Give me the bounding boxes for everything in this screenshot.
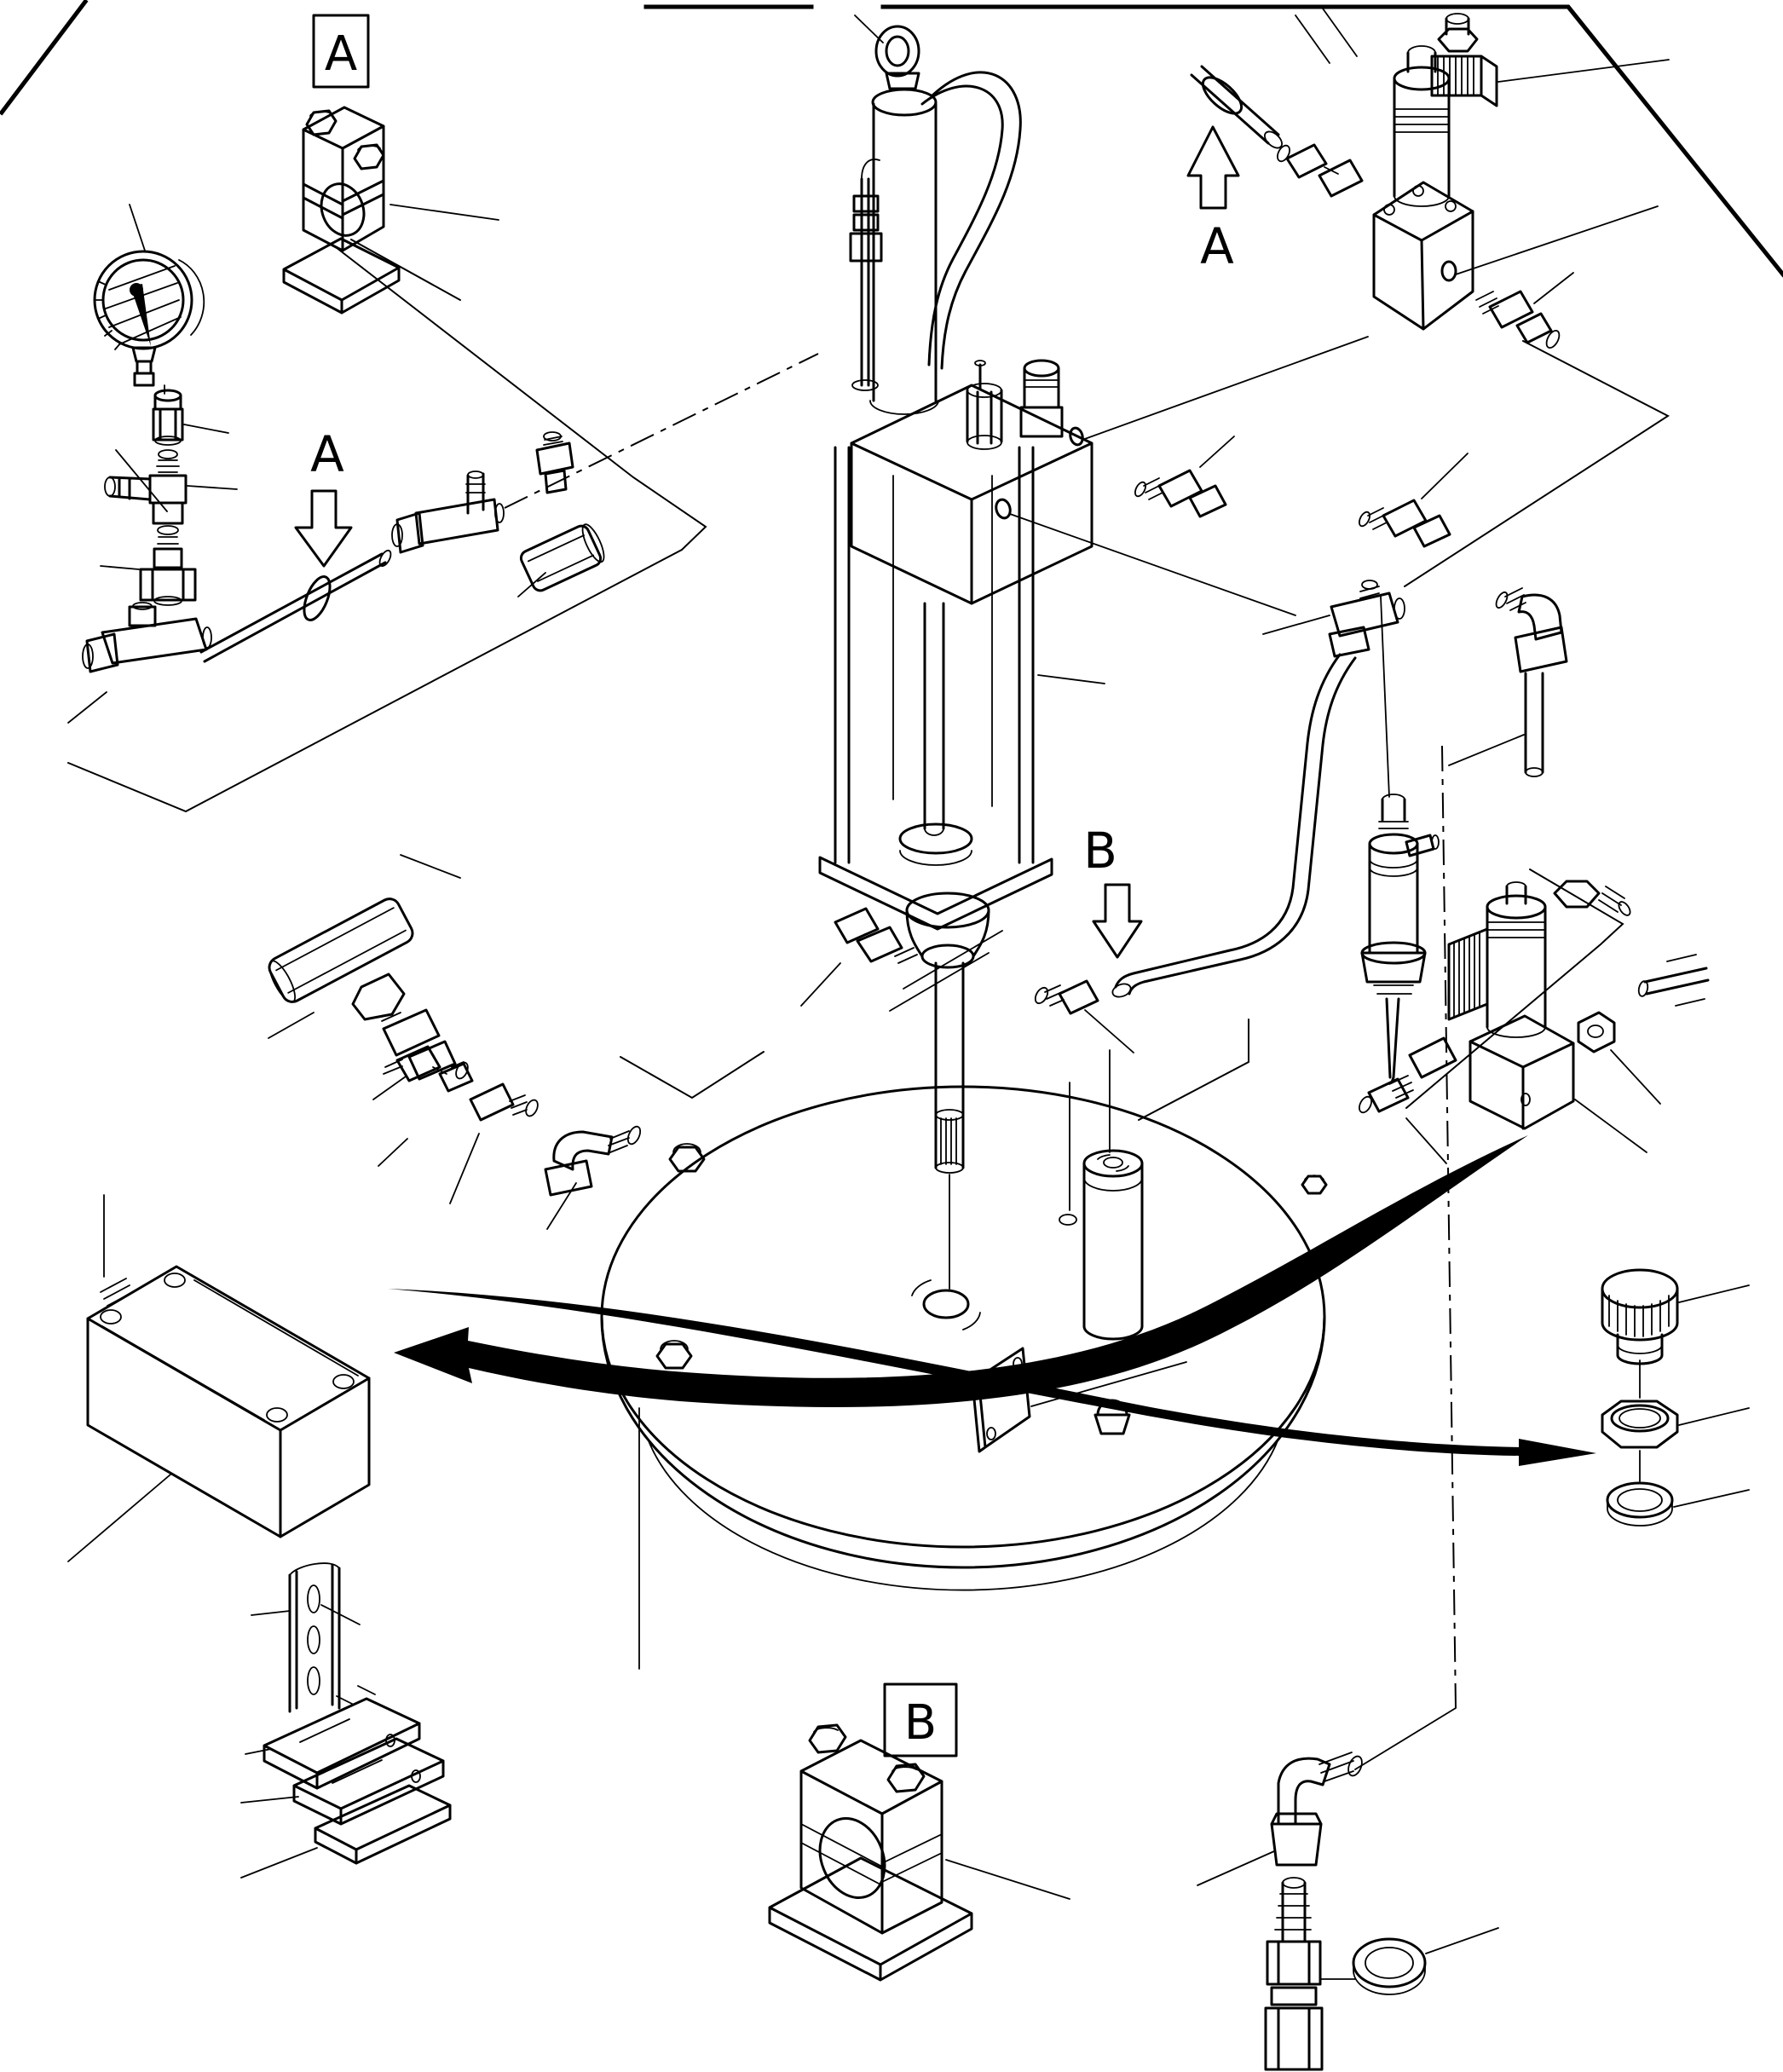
tube-clamp-detail-b bbox=[768, 1723, 1070, 1982]
pressure-gauge bbox=[93, 204, 205, 395]
filter-canister bbox=[1082, 1149, 1144, 1341]
swivel-fitting bbox=[834, 907, 903, 963]
view-arrow-b: B bbox=[1083, 822, 1143, 959]
t-handle-assembly bbox=[268, 854, 469, 1100]
phantom-panel-outline bbox=[67, 239, 707, 813]
plate-small-hole bbox=[1059, 1214, 1077, 1226]
phantom-line bbox=[1138, 1019, 1249, 1121]
compression-fitting bbox=[1359, 1036, 1457, 1164]
page-border bbox=[0, 0, 1783, 278]
cable-gland bbox=[100, 1278, 134, 1307]
tube-clamp-detail-a bbox=[282, 106, 499, 315]
cap-nut-washer-set bbox=[1601, 1268, 1750, 1527]
phantom-line bbox=[1404, 340, 1670, 587]
tee-fitting-2 bbox=[391, 470, 505, 554]
section-center-line-b bbox=[1441, 745, 1457, 1709]
quick-coupler bbox=[517, 431, 605, 597]
tube-a-left bbox=[199, 549, 392, 663]
din-connector bbox=[1447, 927, 1489, 1021]
compression-fitting bbox=[1277, 143, 1364, 198]
plate-bolt bbox=[668, 1143, 706, 1173]
plate-bolt bbox=[1301, 1175, 1328, 1195]
top-solenoid-valve bbox=[1190, 8, 1670, 349]
knurled-cap bbox=[1601, 1268, 1679, 1309]
vent-valve bbox=[1360, 596, 1440, 1084]
view-arrow-a-left: A bbox=[294, 425, 353, 568]
pump-cage-frame bbox=[818, 446, 1105, 931]
solenoid-valve-body bbox=[1469, 1014, 1575, 1130]
terminal-blocks bbox=[240, 1685, 452, 1879]
detail-box-a-label: A bbox=[325, 26, 357, 82]
seal-washer bbox=[1606, 1481, 1674, 1527]
view-arrow-b-label: B bbox=[1083, 822, 1117, 880]
compression-fitting bbox=[1134, 436, 1235, 518]
lift-eye-bolt bbox=[874, 25, 920, 78]
hex-plug bbox=[1553, 880, 1631, 916]
elbow-fitting bbox=[544, 1125, 642, 1197]
pump-lower-housing bbox=[800, 892, 990, 1007]
solenoid-coil bbox=[1393, 66, 1451, 91]
breather-fitting bbox=[1023, 359, 1060, 378]
tube-b-fitting bbox=[1034, 979, 1134, 1053]
tube-stub bbox=[1637, 954, 1710, 1007]
compression-fitting bbox=[1475, 272, 1574, 349]
hose-stem-fittings bbox=[1264, 1877, 1356, 2071]
electrical-junction-box bbox=[67, 1194, 371, 1562]
din-rail bbox=[251, 1562, 361, 1713]
suction-tube bbox=[889, 930, 1003, 1290]
air-motor-cylinder bbox=[849, 14, 1022, 415]
pilot-pipe bbox=[860, 177, 870, 387]
vent-tee-fitting bbox=[1262, 580, 1405, 658]
plate-center-hole bbox=[922, 1289, 970, 1319]
seal-washer-bottom bbox=[1352, 1927, 1499, 1995]
gauge-needle bbox=[130, 284, 151, 346]
air-tube-a bbox=[1190, 8, 1358, 149]
hex-nut bbox=[1577, 1011, 1661, 1105]
view-arrow-a-top-right-label: A bbox=[1200, 217, 1234, 275]
gauge-fitting-chain bbox=[67, 389, 238, 724]
air-hose-loop bbox=[931, 71, 1022, 370]
follower-plate bbox=[600, 1049, 1328, 1670]
din-connector bbox=[1430, 55, 1498, 107]
detail-box-b: B bbox=[883, 1682, 958, 1757]
section-center-line-a bbox=[504, 353, 819, 509]
view-arrow-a-top-right: A bbox=[1186, 125, 1240, 275]
solenoid-valve-body bbox=[1372, 181, 1659, 331]
lower-solenoid-valve bbox=[1359, 869, 1710, 1164]
detail-box-b-label: B bbox=[904, 1695, 937, 1751]
pump-head-block bbox=[850, 336, 1369, 616]
plate-mounting-pad bbox=[971, 1347, 1031, 1453]
plate-bolt bbox=[655, 1340, 693, 1370]
plate-fitting-chain bbox=[378, 1045, 765, 1230]
view-arrow-a-left-label: A bbox=[310, 425, 344, 483]
piston-disc bbox=[898, 822, 973, 855]
bent-tube-b bbox=[1111, 653, 1357, 998]
drain-elbow-fitting bbox=[1197, 1752, 1363, 1886]
compression-fitting bbox=[1358, 453, 1469, 548]
right-elbow-fitting bbox=[1448, 587, 1568, 777]
detail-box-a: A bbox=[312, 14, 370, 89]
swoosh-arrow-left bbox=[394, 1135, 1528, 1407]
hex-nut bbox=[1601, 1400, 1679, 1449]
